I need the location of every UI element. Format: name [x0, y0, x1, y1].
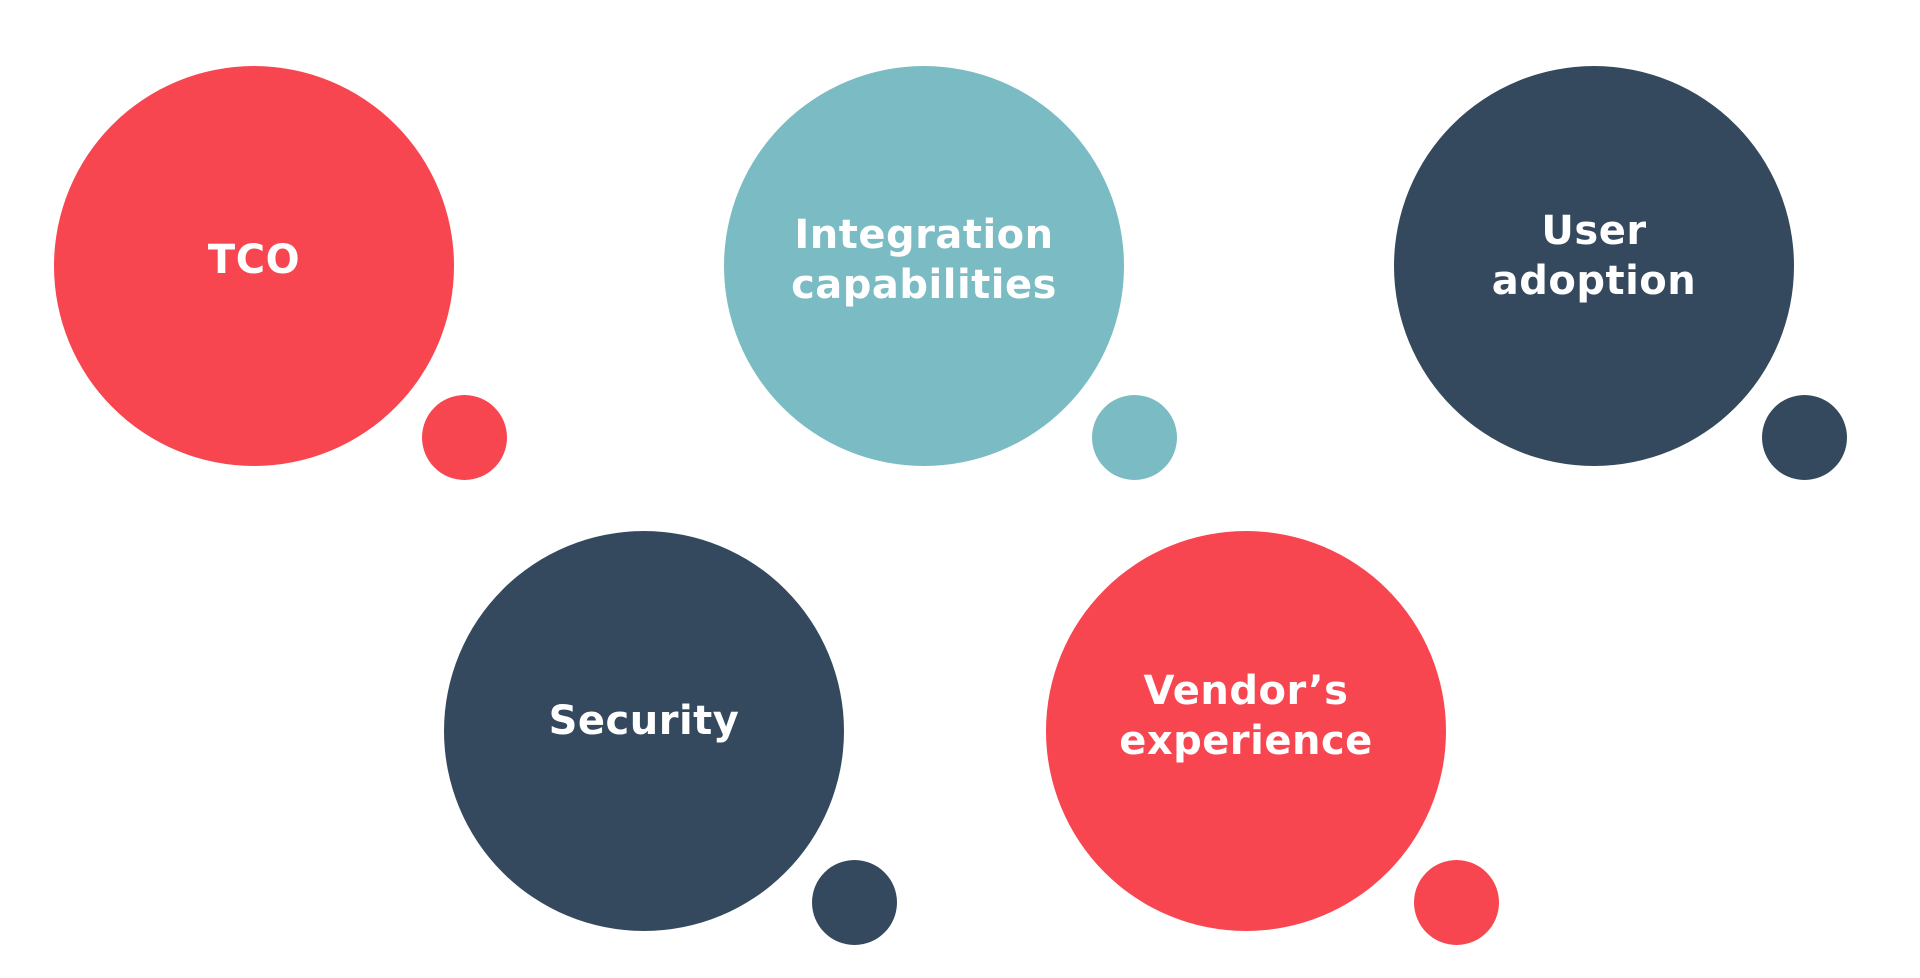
bubble-label: Integration capabilities: [791, 212, 1057, 308]
bubble-circle: Integration capabilities: [724, 66, 1124, 466]
bubble-tail-dot: [1762, 395, 1847, 480]
bubble-tail-dot: [1092, 395, 1177, 480]
bubble-circle: User adoption: [1394, 66, 1794, 466]
bubble-label: Security: [548, 698, 740, 744]
bubble-label: TCO: [207, 237, 301, 283]
bubble-tail-dot: [422, 395, 507, 480]
bubble-tail-dot: [1414, 860, 1499, 945]
bubble-circle: Security: [444, 531, 844, 931]
bubble-label: Vendor’s experience: [1119, 668, 1373, 764]
bubble-label: User adoption: [1491, 208, 1697, 304]
bubble-circle: TCO: [54, 66, 454, 466]
bubble-tail-dot: [812, 860, 897, 945]
bubble-circle: Vendor’s experience: [1046, 531, 1446, 931]
